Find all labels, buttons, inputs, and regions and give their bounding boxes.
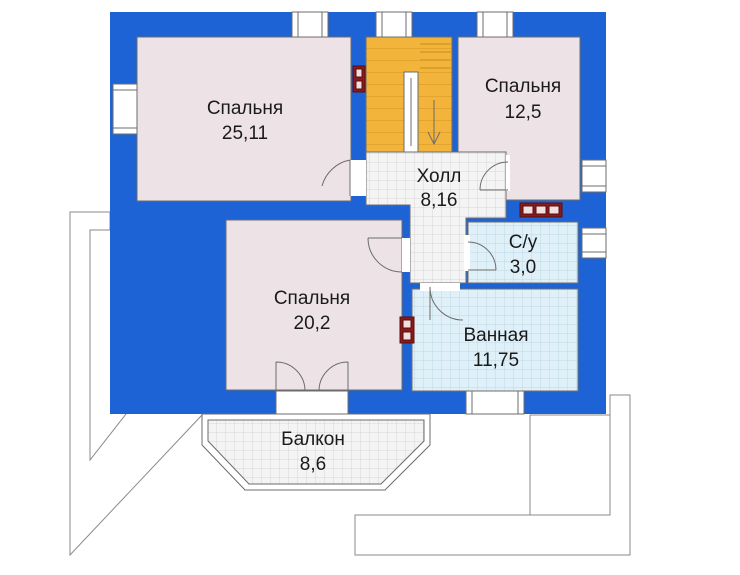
label-balcony-name: Балкон xyxy=(281,429,345,450)
room-wc xyxy=(467,221,579,284)
label-wc-area: 3,0 xyxy=(510,257,536,278)
label-wc-name: С/у xyxy=(509,232,538,253)
vent-ducts xyxy=(352,65,563,344)
label-hall-name: Холл xyxy=(417,166,462,187)
label-bedroom-small-area: 12,5 xyxy=(505,102,542,123)
label-bathroom-name: Ванная xyxy=(463,325,528,346)
balcony xyxy=(201,413,431,491)
doors xyxy=(275,155,510,392)
room-bedroom-large xyxy=(136,36,352,202)
label-bedroom-large-name: Спальня xyxy=(207,98,283,119)
room-bedroom-mid xyxy=(225,219,403,391)
label-balcony-area: 8,6 xyxy=(300,454,326,475)
label-hall-area: 8,16 xyxy=(421,190,458,211)
label-bedroom-mid-name: Спальня xyxy=(274,288,350,309)
label-bathroom-area: 11,75 xyxy=(473,350,519,371)
label-bedroom-small-name: Спальня xyxy=(485,76,561,97)
label-bedroom-large-area: 25,11 xyxy=(222,123,268,144)
windows xyxy=(112,11,607,415)
stairs xyxy=(403,43,452,153)
room-bathroom xyxy=(411,288,579,392)
label-bedroom-mid-area: 20,2 xyxy=(294,313,331,334)
